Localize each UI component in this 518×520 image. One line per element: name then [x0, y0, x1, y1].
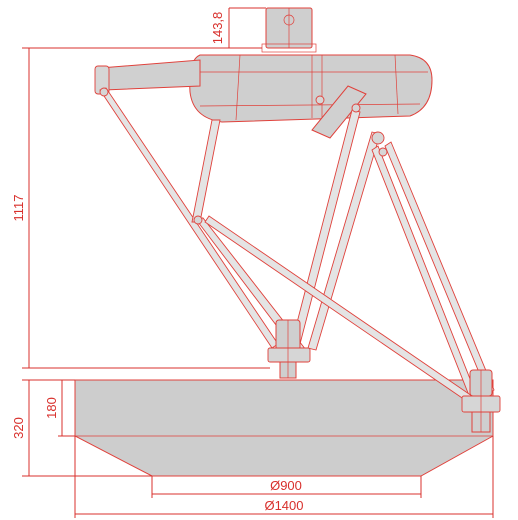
parallel-arms — [99, 85, 495, 403]
center-effector-plate — [267, 347, 311, 363]
rod-far-right-1 — [371, 145, 477, 399]
housing-divider-4 — [394, 54, 399, 115]
joint-6 — [315, 95, 325, 105]
label-top-diameter: Ø1400 — [264, 498, 303, 513]
end-effector-right — [461, 369, 501, 433]
robot-base — [94, 7, 433, 123]
rod-far-right-2 — [384, 141, 495, 395]
dimension-bottom-diameter — [151, 476, 422, 498]
label-cylinder-height: 180 — [44, 397, 59, 419]
label-total-height: 1117 — [11, 195, 26, 222]
label-motor-height: 143,8 — [210, 12, 225, 45]
joint-3 — [351, 103, 361, 113]
joint-4 — [371, 131, 385, 145]
end-effector-center — [267, 319, 311, 379]
dimension-top-diameter — [74, 436, 494, 518]
upper-arm-right — [311, 85, 367, 139]
label-bottom-diameter: Ø900 — [270, 478, 302, 493]
dimension-cylinder-height — [58, 379, 75, 437]
rod-left-inner — [191, 119, 221, 223]
workspace-volume — [74, 379, 494, 477]
joint-5 — [378, 147, 388, 157]
joint-2 — [193, 215, 203, 225]
label-workspace-height: 320 — [11, 417, 26, 439]
upper-arm-left — [99, 59, 201, 91]
rod-left-outer — [99, 87, 279, 349]
dimension-total-height — [22, 47, 270, 369]
joint-1 — [99, 87, 109, 97]
housing-divider-3 — [235, 54, 241, 121]
dimension-motor-height — [228, 7, 266, 49]
workspace-shape — [74, 379, 494, 477]
